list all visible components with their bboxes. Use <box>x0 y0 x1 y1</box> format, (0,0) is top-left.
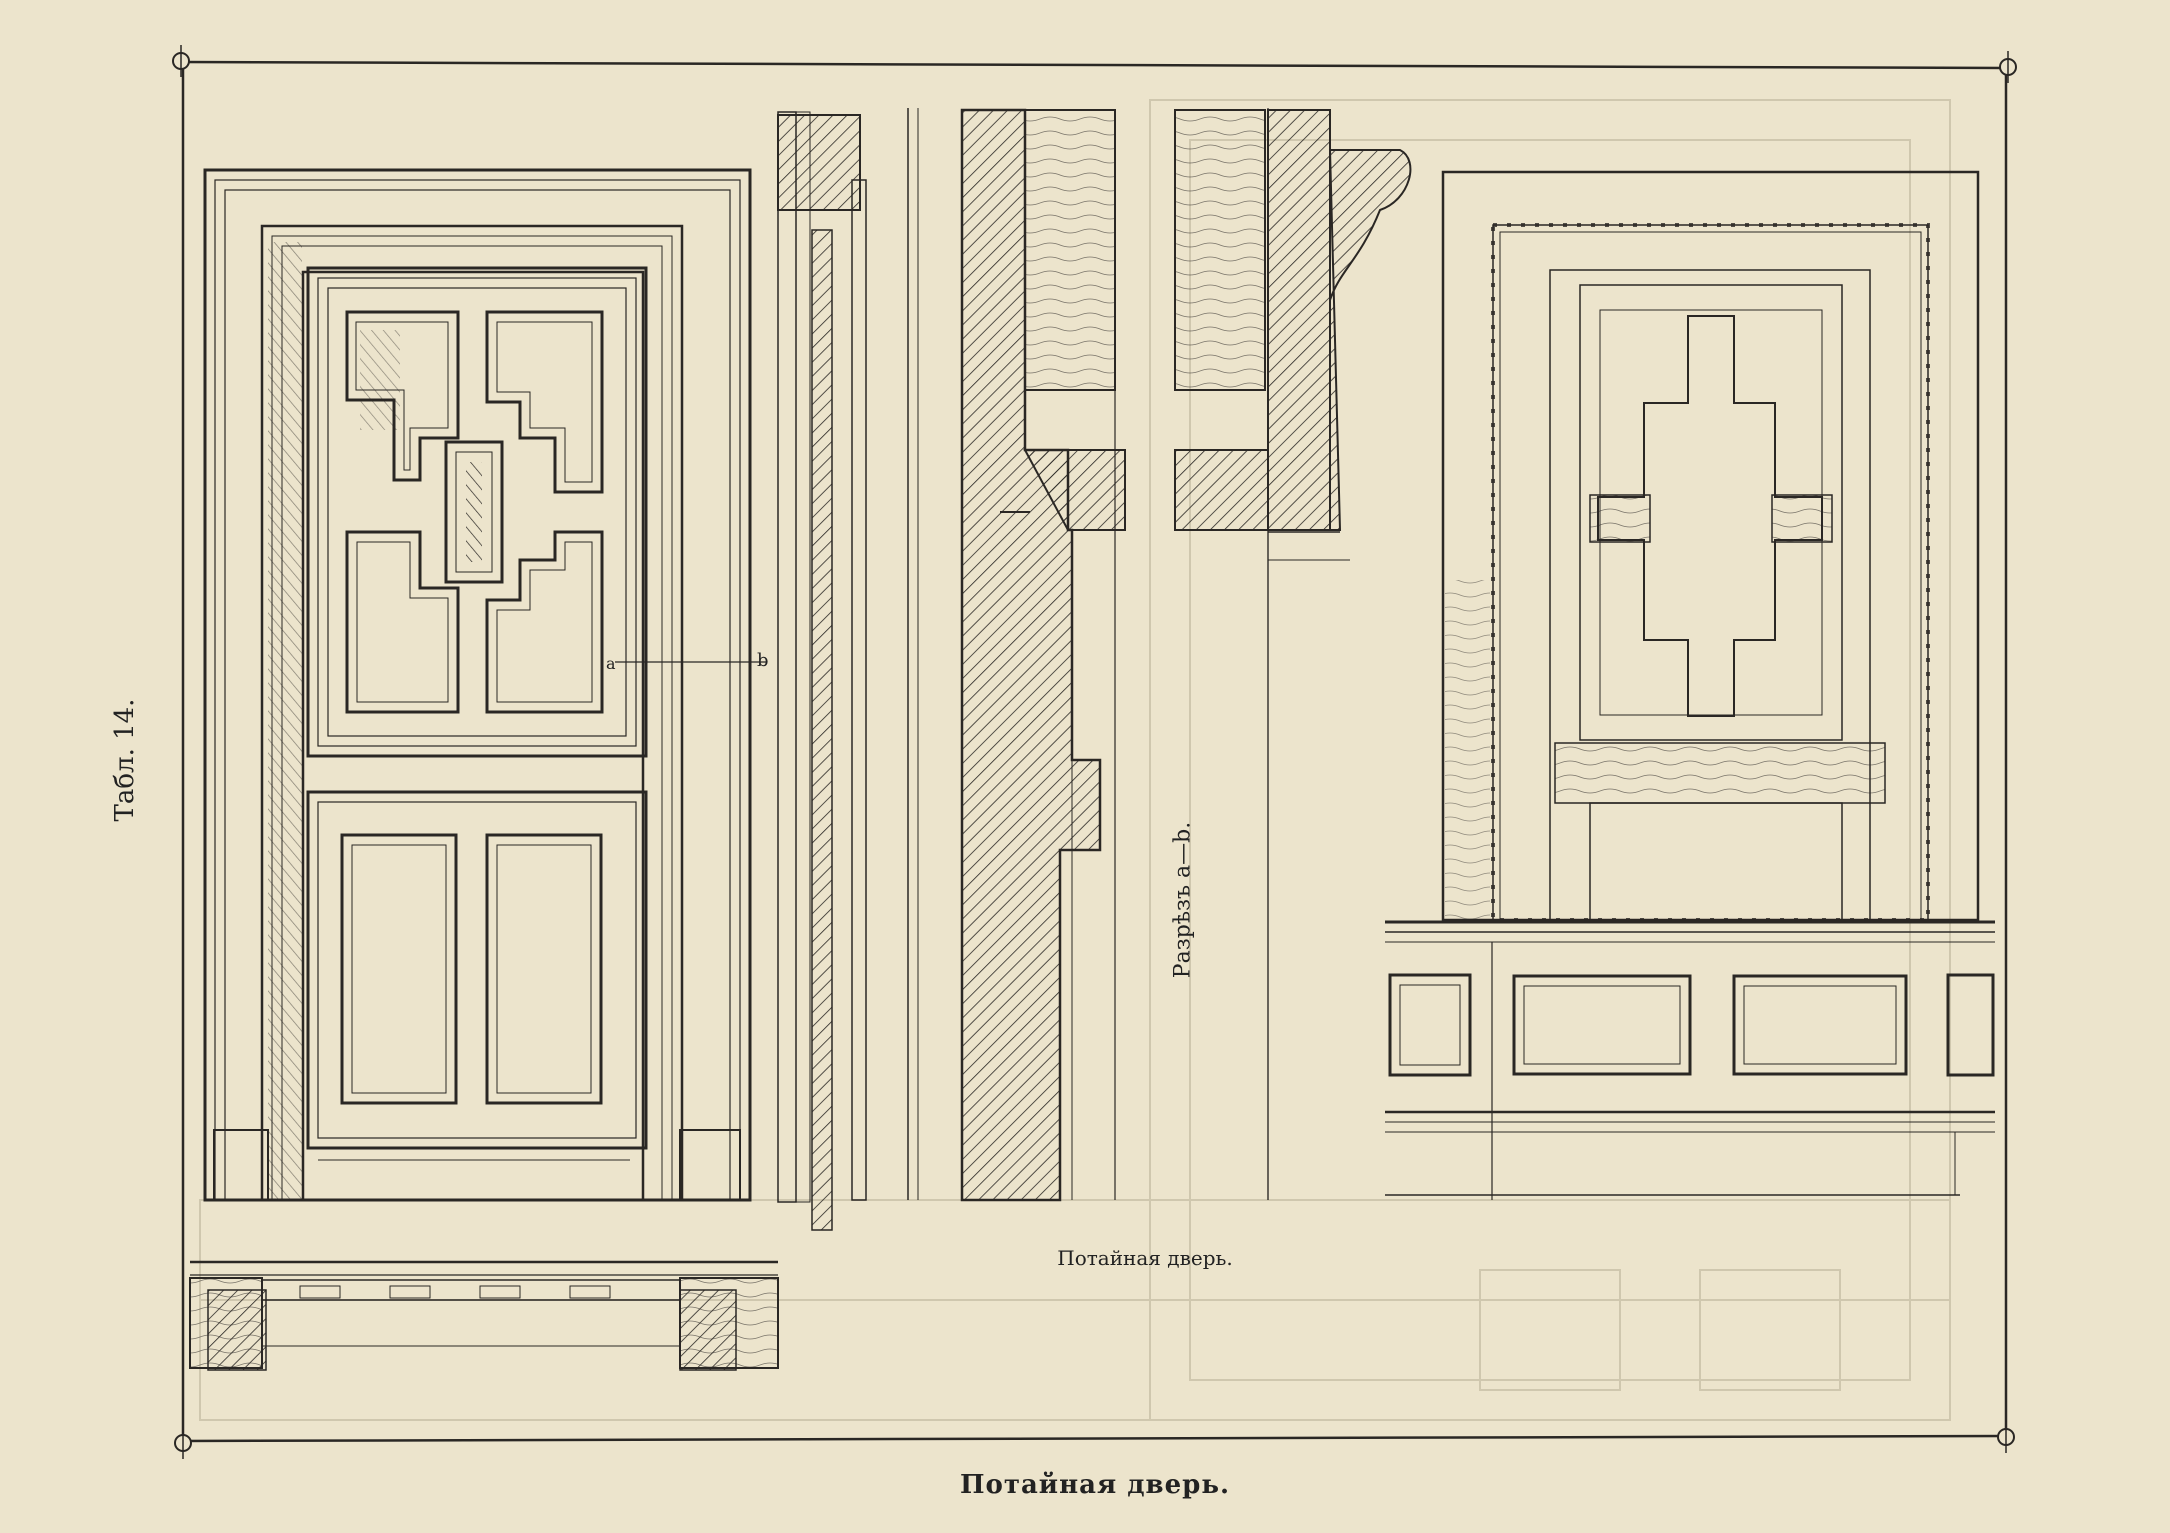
door-plan <box>189 1260 779 1371</box>
plate-number-label: Табл. 14. <box>110 698 140 822</box>
bottom-caption: Потайная дверь. <box>959 1470 1231 1500</box>
section-marker-a: a <box>606 654 616 673</box>
door-elevation <box>203 168 766 1202</box>
plate-frame <box>172 45 2017 1459</box>
section-label: Разрѣзъ a—b. <box>1170 821 1196 979</box>
section-drawing <box>777 108 1412 1231</box>
panelling-elevation <box>1385 170 1995 1200</box>
section-marker-b: b <box>757 650 769 671</box>
inner-caption: Потайная дверь. <box>1057 1246 1233 1270</box>
